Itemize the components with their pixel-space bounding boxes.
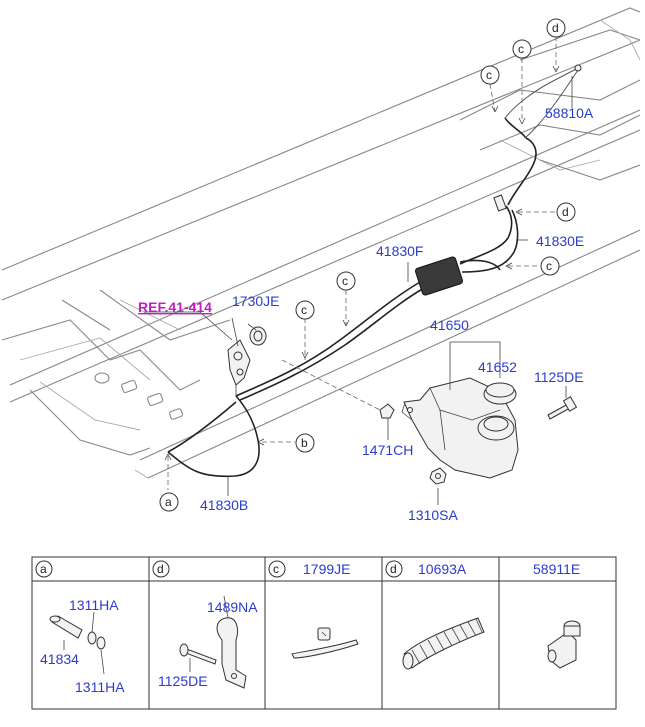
equalizer-actuator (414, 256, 464, 296)
cable-tie-icon (291, 627, 359, 659)
legend-table: a d c 1799JE d 10693A 58911E 1311HA 4183… (31, 556, 617, 710)
callout-b: b (295, 433, 315, 453)
svg-text:c: c (273, 562, 279, 576)
callouts: d c c d c c c b a (159, 18, 576, 512)
legend-label-41834: 41834 (40, 651, 79, 667)
legend-header-a: a (35, 560, 53, 578)
lever-bracket (227, 339, 251, 396)
callout-a: a (159, 492, 179, 512)
legend-part-58911E: 58911E (533, 561, 580, 577)
pin-with-washers-icon (49, 611, 106, 675)
legend-header-c: c (268, 560, 286, 578)
leader-lines (144, 36, 573, 505)
label-58810A: 58810A (545, 105, 594, 121)
clip-1471CH (379, 403, 395, 419)
reference-label: REF.41-414 (138, 299, 212, 315)
callout-c-top: c (512, 39, 532, 59)
label-1310SA: 1310SA (408, 507, 458, 523)
svg-text:c: c (486, 68, 492, 82)
brake-cables (167, 64, 582, 478)
svg-text:d: d (552, 21, 559, 35)
label-1730JE: 1730JE (232, 293, 279, 309)
legend-part-1799JE: 1799JE (303, 561, 350, 577)
legend-label-1311HA-top: 1311HA (69, 597, 119, 613)
callout-c-top2: c (480, 65, 500, 85)
svg-text:c: c (301, 303, 307, 317)
label-41650: 41650 (430, 317, 469, 333)
label-41652: 41652 (478, 359, 517, 375)
clip-bracket-with-bolt-icon (179, 595, 247, 689)
label-1471CH: 1471CH (362, 442, 413, 458)
elbow-fitting-icon (547, 620, 581, 669)
label-41830B: 41830B (200, 497, 248, 513)
legend-part-10693A: 10693A (418, 561, 467, 577)
callout-c-mid: c (540, 256, 560, 276)
grommet-1730JE (249, 326, 267, 346)
svg-text:b: b (301, 436, 308, 450)
part-labels: 58810A 41830E 41830F 1730JE 41650 41652 … (138, 105, 594, 523)
reservoir-assembly (379, 377, 578, 485)
legend-header-d1: d (152, 560, 170, 578)
chassis-frame (1, 7, 641, 479)
label-41830E: 41830E (536, 233, 584, 249)
legend-label-1125DE: 1125DE (158, 673, 208, 689)
callout-c-left: c (295, 300, 315, 320)
legend-header-d2: d (385, 560, 403, 578)
svg-text:a: a (40, 562, 47, 576)
svg-text:d: d (390, 562, 397, 576)
callout-c-center: c (336, 271, 356, 291)
legend-label-1311HA-bottom: 1311HA (75, 679, 125, 695)
corrugated-tube-icon (402, 617, 485, 670)
callout-d-top: d (546, 18, 566, 38)
svg-text:c: c (342, 274, 348, 288)
callout-d-mid: d (556, 202, 576, 222)
label-41830F: 41830F (376, 243, 423, 259)
svg-text:a: a (165, 495, 172, 509)
svg-text:d: d (562, 205, 569, 219)
svg-text:c: c (546, 259, 552, 273)
svg-text:d: d (157, 562, 164, 576)
svg-text:c: c (518, 42, 524, 56)
legend-label-1489NA: 1489NA (207, 599, 258, 615)
label-1125DE: 1125DE (534, 369, 584, 385)
